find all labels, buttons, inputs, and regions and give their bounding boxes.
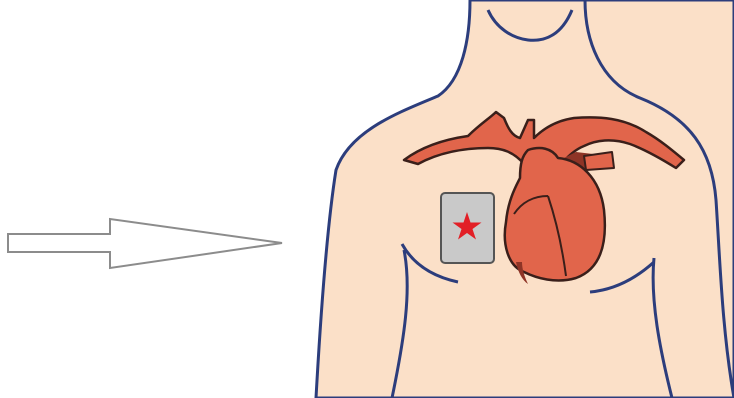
device-pad	[441, 193, 494, 263]
arrow-right-icon	[8, 219, 282, 268]
